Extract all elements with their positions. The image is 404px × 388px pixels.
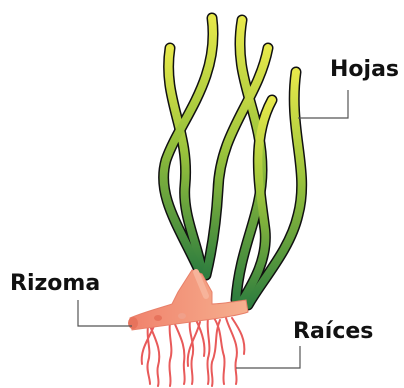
label-hojas: Hojas	[330, 57, 399, 82]
rhizome	[128, 270, 248, 330]
roots	[142, 318, 245, 386]
label-raices: Raíces	[293, 319, 373, 344]
label-rizoma: Rizoma	[10, 271, 100, 296]
hojas-leader	[298, 90, 348, 118]
leaves	[164, 18, 302, 305]
raices-leader	[236, 346, 300, 368]
rizoma-leader	[78, 300, 132, 326]
